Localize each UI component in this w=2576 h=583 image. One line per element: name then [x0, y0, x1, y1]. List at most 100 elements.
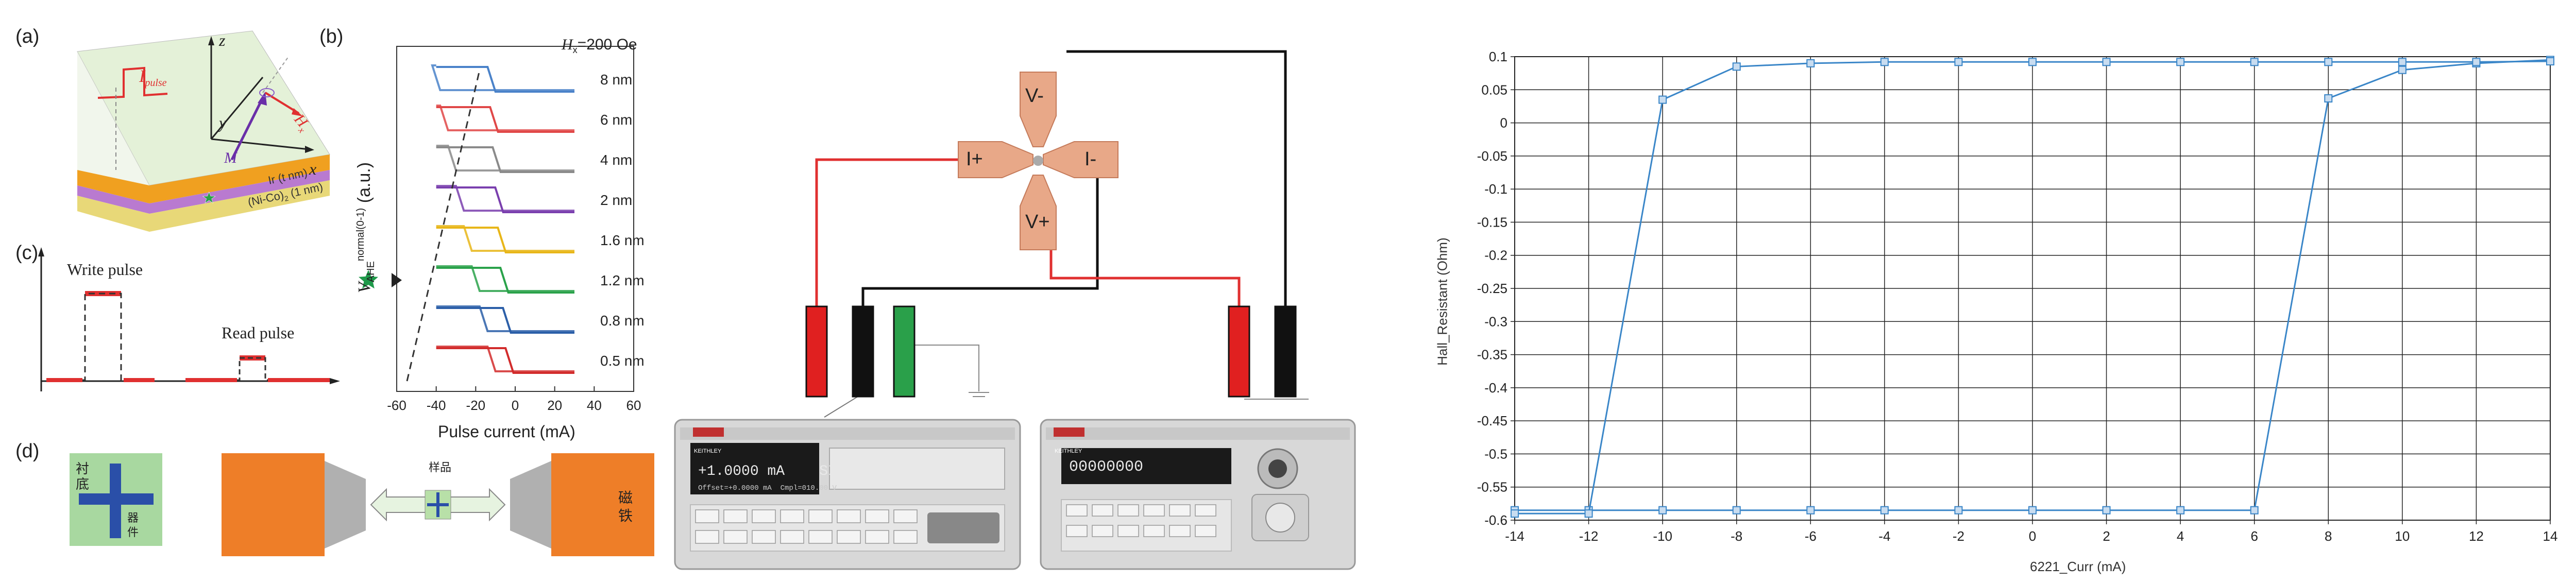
panel-a-figure	[77, 30, 330, 232]
hall-ytick-label: -0.6	[1484, 512, 1507, 528]
magnet-char-2: 铁	[618, 508, 633, 524]
b-xtick-label: 20	[547, 398, 562, 413]
b-xtick-label: 0	[512, 398, 519, 413]
hall-chart-ylabel: Hall_Resistant (Ohm)	[1434, 237, 1450, 366]
b-xtick-label: -40	[427, 398, 446, 413]
magnet-char-1: 磁	[618, 490, 633, 506]
hall-xtick-label: -2	[1953, 528, 1964, 544]
panel-a-label: (a)	[15, 26, 40, 47]
plug-black-source	[852, 305, 874, 398]
hall-data-point	[2176, 58, 2185, 66]
hall-ytick-label: -0.35	[1477, 347, 1507, 363]
hall-ytick-label: -0.3	[1484, 314, 1507, 329]
b-trace-label: 0.8 nm	[600, 313, 645, 329]
hall-xtick-label: 0	[2029, 528, 2036, 544]
hall-data-point	[2102, 506, 2111, 515]
hall-xtick-label: 6	[2250, 528, 2258, 544]
hall-xtick-label: -4	[1878, 528, 1890, 544]
b-trace-label: 0.5 nm	[600, 353, 645, 369]
hall-chart-xlabel: 6221_Curr (mA)	[2030, 559, 2126, 574]
hall-data-point	[2324, 58, 2333, 66]
hall-xtick-label: 4	[2177, 528, 2184, 544]
hall-data-point	[1658, 506, 1667, 515]
trend-dashed-line	[406, 72, 480, 382]
panel-b-label: (b)	[319, 26, 344, 47]
pad-i-minus: I-	[1084, 148, 1097, 170]
hall-data-point	[1954, 506, 1963, 515]
magnetization-label: M	[224, 149, 237, 166]
pad-v-minus: V-	[1025, 85, 1044, 107]
panel-b-xlabel: Pulse current (mA)	[438, 422, 575, 441]
b-trace-line	[436, 186, 574, 213]
b-trace-line	[436, 146, 574, 173]
b-xtick-label: -60	[387, 398, 406, 413]
hall-data-point	[2546, 57, 2554, 65]
wire-i-plus	[815, 158, 989, 309]
hall-ytick-label: -0.1	[1484, 181, 1507, 197]
b-xtick-label: 40	[587, 398, 602, 413]
magnet-setup	[222, 453, 654, 556]
panel-c-figure	[38, 247, 340, 391]
plug-red-source	[805, 305, 828, 398]
b-trace-line	[436, 145, 574, 172]
b-trace-line	[436, 225, 574, 252]
hall-data-point	[1880, 506, 1889, 515]
current-source-instrument	[674, 419, 1021, 570]
b-trace-line	[436, 265, 574, 292]
hall-chart-svg: 0.10.050-0.05-0.1-0.15-0.2-0.25-0.3-0.35…	[1477, 49, 2558, 544]
hall-xtick-label: 12	[2469, 528, 2484, 544]
b-trace-line	[436, 106, 574, 133]
panel-c: (c) Write pulse Read pulse	[15, 242, 345, 397]
hall-data-point	[2250, 58, 2259, 66]
hall-data-point	[2398, 58, 2406, 66]
hall-data-point	[1658, 95, 1667, 104]
hall-ytick-label: -0.5	[1484, 446, 1507, 461]
axis-z-label: z	[219, 31, 226, 49]
hall-ytick-label: -0.25	[1477, 281, 1507, 296]
hall-data-point	[2472, 58, 2481, 66]
plug-green-ground	[893, 305, 916, 398]
b-trace-label: 6 nm	[600, 112, 632, 128]
plug-black-meter	[1274, 305, 1297, 398]
source-display-sub: Offset=+0.0000 mA Cmpl=010.00 V	[698, 484, 837, 492]
substrate-char-1: 衬	[76, 461, 90, 476]
hall-data-point	[2102, 58, 2111, 66]
hall-xtick-label: 8	[2325, 528, 2332, 544]
hall-data-point	[2250, 506, 2259, 515]
pad-v-plus: V+	[1025, 211, 1050, 233]
panel-a: (a) Ipulse z x y M Hx Ir (t nm) (Ni-Co)2…	[15, 21, 340, 263]
hall-xtick-label: -10	[1653, 528, 1672, 544]
circuit-diagram	[674, 50, 1356, 570]
hall-data-point	[1806, 506, 1815, 515]
hall-xtick-label: 2	[2103, 528, 2110, 544]
b-xtick-label: -20	[466, 398, 486, 413]
b-trace-line	[436, 305, 574, 332]
b-trace-label: 2 nm	[600, 192, 632, 208]
hall-ytick-label: 0.1	[1489, 49, 1507, 64]
hall-xtick-label: -8	[1731, 528, 1742, 544]
hall-xtick-label: 14	[2543, 528, 2558, 544]
hall-data-point	[1511, 509, 1519, 518]
hall-xtick-label: -6	[1805, 528, 1817, 544]
panel-d: (d) 衬 底 器 件 样品 磁 铁	[15, 438, 654, 577]
circuit-panel: V- I+ I- V+ KEITHLEY +1.0000 mA SINE Off…	[670, 21, 1365, 577]
hall-data-point	[2398, 65, 2406, 74]
b-trace-line	[436, 346, 574, 372]
nanovoltmeter-instrument	[1040, 419, 1356, 570]
hall-ytick-label: -0.05	[1477, 148, 1507, 164]
substrate-square: 衬 底 器 件	[70, 453, 162, 546]
b-trace-line	[436, 227, 574, 253]
hall-ytick-label: -0.4	[1484, 380, 1507, 396]
b-trace-line	[436, 66, 574, 93]
hall-data-point	[1806, 59, 1815, 67]
hall-data-point	[1880, 58, 1889, 66]
wire-i-minus	[861, 158, 1099, 309]
panel-d-label: (d)	[15, 440, 40, 462]
b-xtick-label: 60	[626, 398, 641, 413]
meter-brand: KEITHLEY	[1055, 448, 1082, 454]
b-trace-line	[431, 64, 574, 91]
source-brand: KEITHLEY	[694, 448, 722, 454]
